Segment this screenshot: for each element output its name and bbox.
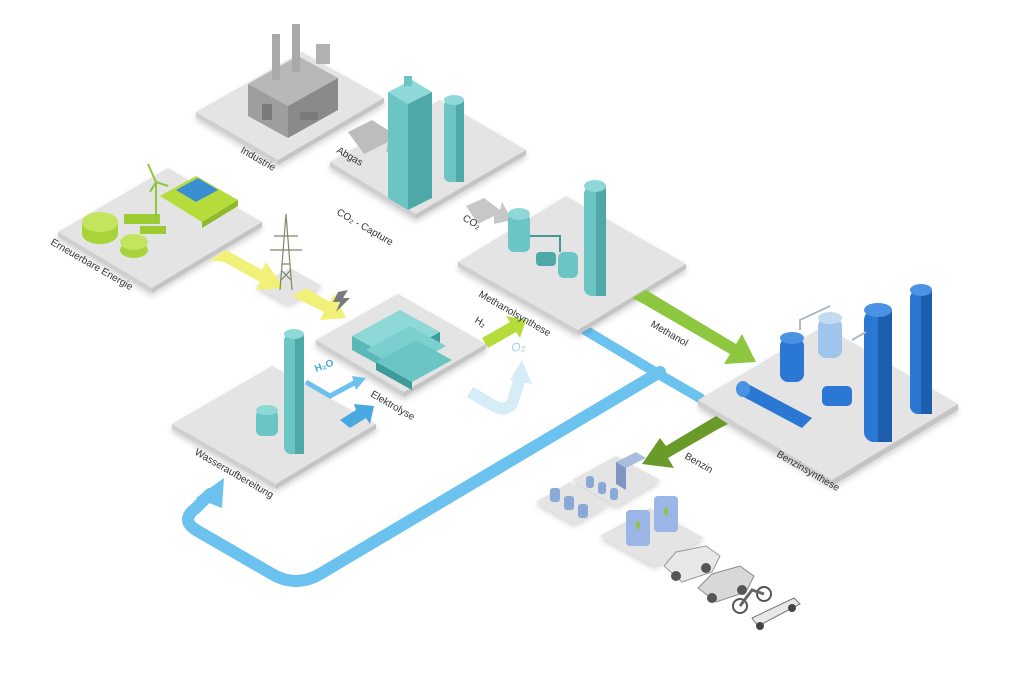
label-o2: O₂ — [510, 339, 527, 355]
label-h2: H₂ — [473, 315, 488, 330]
electricity-arrow-1 — [210, 250, 284, 290]
o2-arrow — [470, 360, 532, 409]
label-elektrolyse: Elektrolyse — [369, 389, 417, 423]
label-h2o: H₂O — [313, 358, 335, 375]
label-benzin: Benzin — [683, 451, 715, 476]
label-co2-capture: CO₂ - Capture — [335, 207, 396, 248]
race-car-icon — [752, 598, 800, 630]
